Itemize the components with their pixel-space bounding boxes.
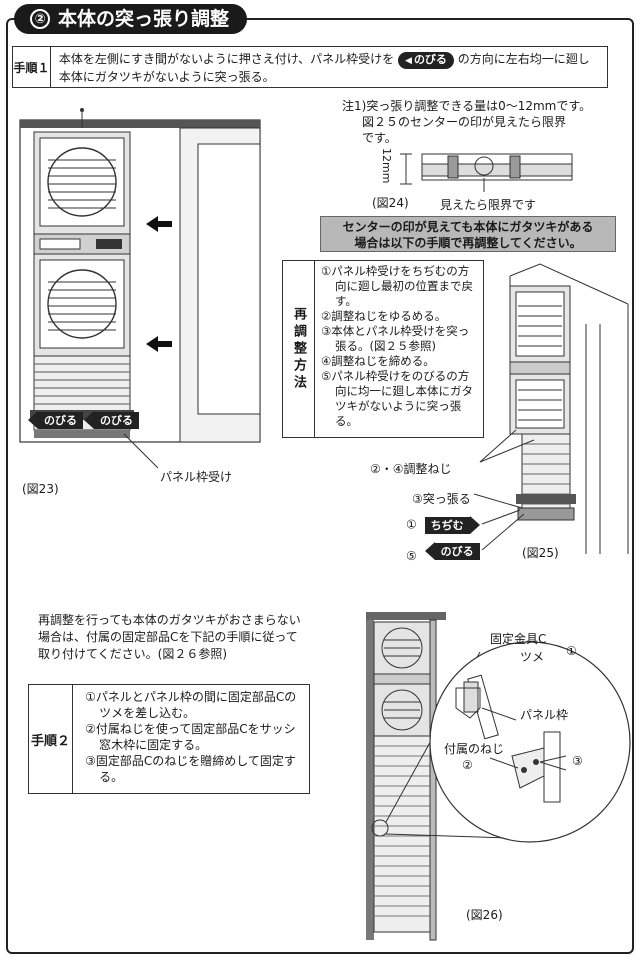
warning-line-1: センターの印が見えても本体にガタツキがある (342, 220, 594, 234)
method-item-3: ③本体とパネル枠受けを突っ張る。(図２５参照) (321, 324, 470, 353)
fig26-drawing (366, 612, 631, 941)
fig24-limit-label: 見えたら限界です (440, 198, 537, 212)
fig23-panel-label: パネル枠受け (160, 470, 233, 484)
fig26-caption: (図26) (466, 908, 503, 922)
fig25-drawing (509, 263, 629, 554)
fig26-num1: ① (566, 644, 577, 658)
fig24-leader (483, 178, 485, 192)
note1-line-1: 注1)突っ張り調整できる量は0～12mmです。 (342, 99, 592, 113)
fig23-drawing (19, 108, 261, 443)
method-item-2: ②調整ねじをゆるめる。 (321, 309, 447, 323)
para-line-3: 取り付けてください。(図２６参照) (38, 647, 228, 661)
note1-line-2: 図２５のセンターの印が見えたら限界 (362, 115, 567, 129)
method-item-4: ④調整ねじを締める。 (321, 354, 435, 368)
step2-item-3: ③固定部品Cのねじを贈締めして固定する。 (85, 754, 296, 784)
fig26-screw-label: 付属のねじ (444, 742, 505, 756)
step2-list: ①パネルとパネル枠の間に固定部品Cのツメを差し込む。 ②付属ねじを使って固定部品… (73, 685, 309, 793)
step1-text-after: の方向に左右均一に廻し本体にガタツキがないように突っ張る。 (58, 52, 590, 84)
note1: 注1)突っ張り調整できる量は0～12mmです。 図２５のセンターの印が見えたら限… (342, 98, 591, 146)
step2-box: 手順２ ①パネルとパネル枠の間に固定部品Cのツメを差し込む。 ②付属ねじを使って… (28, 684, 310, 794)
step1-text-before: 本体を左側にすき間がないように押さえ付け、パネル枠受けを (58, 52, 395, 66)
readjust-method-label: 再調整方法 (283, 261, 315, 437)
fig24-dimension (400, 153, 412, 185)
readjust-method-list: ①パネル枠受けをちぢむの方向に廻し最初の位置まで戻す。 ②調整ねじをゆるめる。 … (315, 261, 483, 437)
readjust-method-box: 再調整方法 ①パネル枠受けをちぢむの方向に廻し最初の位置まで戻す。 ②調整ねじを… (282, 260, 484, 438)
fig23-caption: (図23) (22, 482, 59, 496)
fig25-shrink-num: ① (406, 517, 417, 532)
readjust-paragraph: 再調整を行っても本体のガタツキがおさまらない 場合は、付属の固定部品Cを下記の手… (38, 612, 328, 663)
fig25-caption: (図25) (522, 546, 559, 560)
fig25-shrink-pill: ちぢむ (424, 516, 470, 534)
fig23-pill-right: のびる (94, 411, 139, 429)
fig24-drawing (421, 153, 573, 181)
fig25-extend-row: ⑤ のびる (406, 542, 480, 563)
section-title: 本体の突っ張り調整 (58, 8, 230, 30)
step1-label: 手順１ (13, 47, 51, 87)
extend-pill: のびる (398, 52, 454, 69)
fig23-leader (123, 433, 159, 469)
fig23-pill-left: のびる (38, 411, 83, 429)
warning-box: センターの印が見えても本体にガタツキがある 場合は以下の手順で再調整してください… (320, 216, 616, 252)
step2-label: 手順２ (29, 685, 74, 793)
para-line-1: 再調整を行っても本体のガタツキがおさまらない (38, 613, 301, 627)
step1-text: 本体を左側にすき間がないように押さえ付け、パネル枠受けを のびる の方向に左右均… (51, 47, 607, 87)
step1-box: 手順１ 本体を左側にすき間がないように押さえ付け、パネル枠受けを のびる の方向… (12, 46, 608, 88)
fig25-push-label: ③突っ張る (412, 492, 471, 506)
note1-line-3: です。 (362, 131, 397, 145)
step2-item-2: ②付属ねじを使って固定部品Cをサッシ窓木枠に固定する。 (85, 722, 296, 752)
fig23-pill-right-wrap: のびる (84, 411, 139, 432)
fig26-num3: ③ (572, 754, 583, 768)
page-frame (6, 18, 634, 954)
warning-line-2: 場合は以下の手順で再調整してください。 (354, 236, 582, 250)
fig25-extend-num: ⑤ (406, 549, 417, 563)
fig26-num2: ② (462, 758, 473, 772)
section-header: ② 本体の突っ張り調整 (14, 4, 248, 34)
fig26-claw-label: ツメ (520, 650, 545, 664)
method-item-5: ⑤パネル枠受けをのびるの方向に均一に廻し本体にガタツキがないように突っ張る。 (321, 369, 473, 428)
fig25-screw-label: ②・④調整ねじ (370, 462, 452, 476)
step2-item-1: ①パネルとパネル枠の間に固定部品Cのツメを差し込む。 (85, 690, 297, 720)
fig25-extend-pill: のびる (434, 542, 480, 560)
fig26-panel-frame-label: パネル枠 (520, 708, 569, 722)
fig25-shrink-row: ① ちぢむ (406, 516, 480, 534)
fig24-caption: (図24) (372, 196, 409, 210)
fig24-dimension-label: 12mm (380, 148, 393, 184)
fig26-bracket-label: 固定金具C (490, 632, 547, 646)
fig25-leaders (473, 429, 535, 551)
method-item-1: ①パネル枠受けをちぢむの方向に廻し最初の位置まで戻す。 (321, 264, 473, 308)
section-number: ② (30, 9, 50, 29)
para-line-2: 場合は、付属の固定部品Cを下記の手順に従って (38, 630, 298, 644)
fig23-pill-left-wrap: のびる (28, 411, 83, 432)
